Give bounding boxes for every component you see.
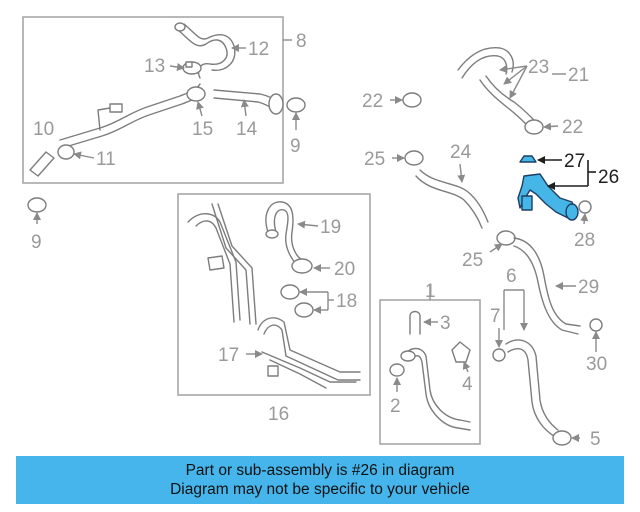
- part-9-clamp-right[interactable]: [286, 97, 306, 113]
- callout-5: 5: [590, 429, 601, 450]
- part-4-cap[interactable]: [451, 341, 471, 363]
- callout-19: 19: [320, 217, 341, 238]
- callout-13: 13: [144, 56, 165, 77]
- part-29-hose[interactable]: [513, 237, 581, 335]
- part-14-hose[interactable]: [213, 89, 284, 115]
- part-27-cap-highlighted[interactable]: [519, 155, 537, 163]
- callout-21: 21: [568, 65, 589, 86]
- callout-23: 23: [528, 57, 549, 78]
- part-25-clamp-top[interactable]: [404, 150, 424, 166]
- part-28-gasket[interactable]: [578, 200, 592, 214]
- leader-lines: [33, 44, 600, 442]
- part-5-clamp[interactable]: [552, 430, 572, 446]
- callout-25-top: 25: [364, 149, 385, 170]
- callout-26: 26: [598, 167, 619, 188]
- part-7-gasket[interactable]: [492, 348, 506, 362]
- callout-3: 3: [440, 313, 451, 334]
- callout-6: 6: [506, 266, 517, 287]
- part-11-clamp[interactable]: [57, 144, 75, 160]
- banner-line-2: Diagram may not be specific to your vehi…: [170, 481, 470, 498]
- part-30-gasket[interactable]: [589, 318, 603, 332]
- part-22-clamp-left[interactable]: [402, 92, 422, 108]
- group-box-16: [177, 193, 371, 396]
- leader-lines-highlighted: [537, 156, 596, 190]
- callout-22-left: 22: [362, 91, 383, 112]
- part-15-clamp[interactable]: [186, 86, 206, 102]
- part-23-hose[interactable]: [457, 47, 535, 127]
- callout-27: 27: [564, 151, 585, 172]
- part-18-clamps[interactable]: [280, 284, 314, 318]
- part-1-hose[interactable]: [400, 347, 471, 431]
- callout-9-left: 9: [31, 232, 42, 253]
- banner-line-1: Part or sub-assembly is #26 in diagram: [185, 462, 455, 479]
- callout-15: 15: [192, 119, 213, 140]
- part-2-clamp[interactable]: [389, 363, 405, 377]
- callout-7: 7: [490, 306, 501, 327]
- callout-25-bottom: 25: [462, 250, 483, 271]
- parts-diagram: 8 12 13 15 14 10 11 9 9 22 23 21 22 25 2…: [22, 16, 619, 450]
- callout-4: 4: [462, 374, 473, 395]
- callout-20: 20: [334, 259, 355, 280]
- callout-11: 11: [96, 149, 116, 170]
- part-22-clamp-right[interactable]: [524, 119, 544, 135]
- callout-12: 12: [248, 39, 269, 60]
- info-banner: Part or sub-assembly is #26 in diagram D…: [16, 456, 624, 504]
- part-10-plug[interactable]: [29, 151, 55, 177]
- callout-2: 2: [390, 396, 401, 417]
- group-box-1: [379, 284, 481, 445]
- part-20-clamp[interactable]: [291, 258, 313, 274]
- callout-16: 16: [268, 404, 289, 425]
- part-8-pipe-assembly[interactable]: [59, 83, 205, 149]
- part-24-hose[interactable]: [415, 169, 489, 229]
- callout-10: 10: [33, 119, 54, 140]
- part-9-clamp-left[interactable]: [27, 197, 47, 213]
- part-19-hose[interactable]: [265, 201, 303, 267]
- callout-17: 17: [218, 345, 239, 366]
- part-26-pipe-highlighted[interactable]: [517, 173, 579, 221]
- part-3-clip[interactable]: [409, 310, 421, 335]
- callout-29: 29: [578, 277, 599, 298]
- pipe-cluster-left[interactable]: [187, 203, 257, 325]
- part-25-clamp-bottom[interactable]: [496, 230, 516, 246]
- callout-9-right: 9: [290, 136, 301, 157]
- callout-30: 30: [586, 354, 607, 375]
- callout-1: 1: [425, 281, 436, 302]
- callout-22-right: 22: [562, 117, 583, 138]
- callout-8: 8: [296, 31, 307, 52]
- callout-14: 14: [236, 119, 258, 140]
- part-12-hose[interactable]: [174, 22, 236, 79]
- part-13-clamp[interactable]: [182, 61, 202, 75]
- part-17-pipe-assembly[interactable]: [257, 317, 361, 389]
- callout-28: 28: [574, 230, 595, 251]
- part-6-hose[interactable]: [505, 339, 559, 437]
- callout-24: 24: [450, 142, 472, 163]
- callout-labels: 8 12 13 15 14 10 11 9 9 22 23 21 22 25 2…: [31, 31, 619, 450]
- callout-18: 18: [336, 291, 357, 312]
